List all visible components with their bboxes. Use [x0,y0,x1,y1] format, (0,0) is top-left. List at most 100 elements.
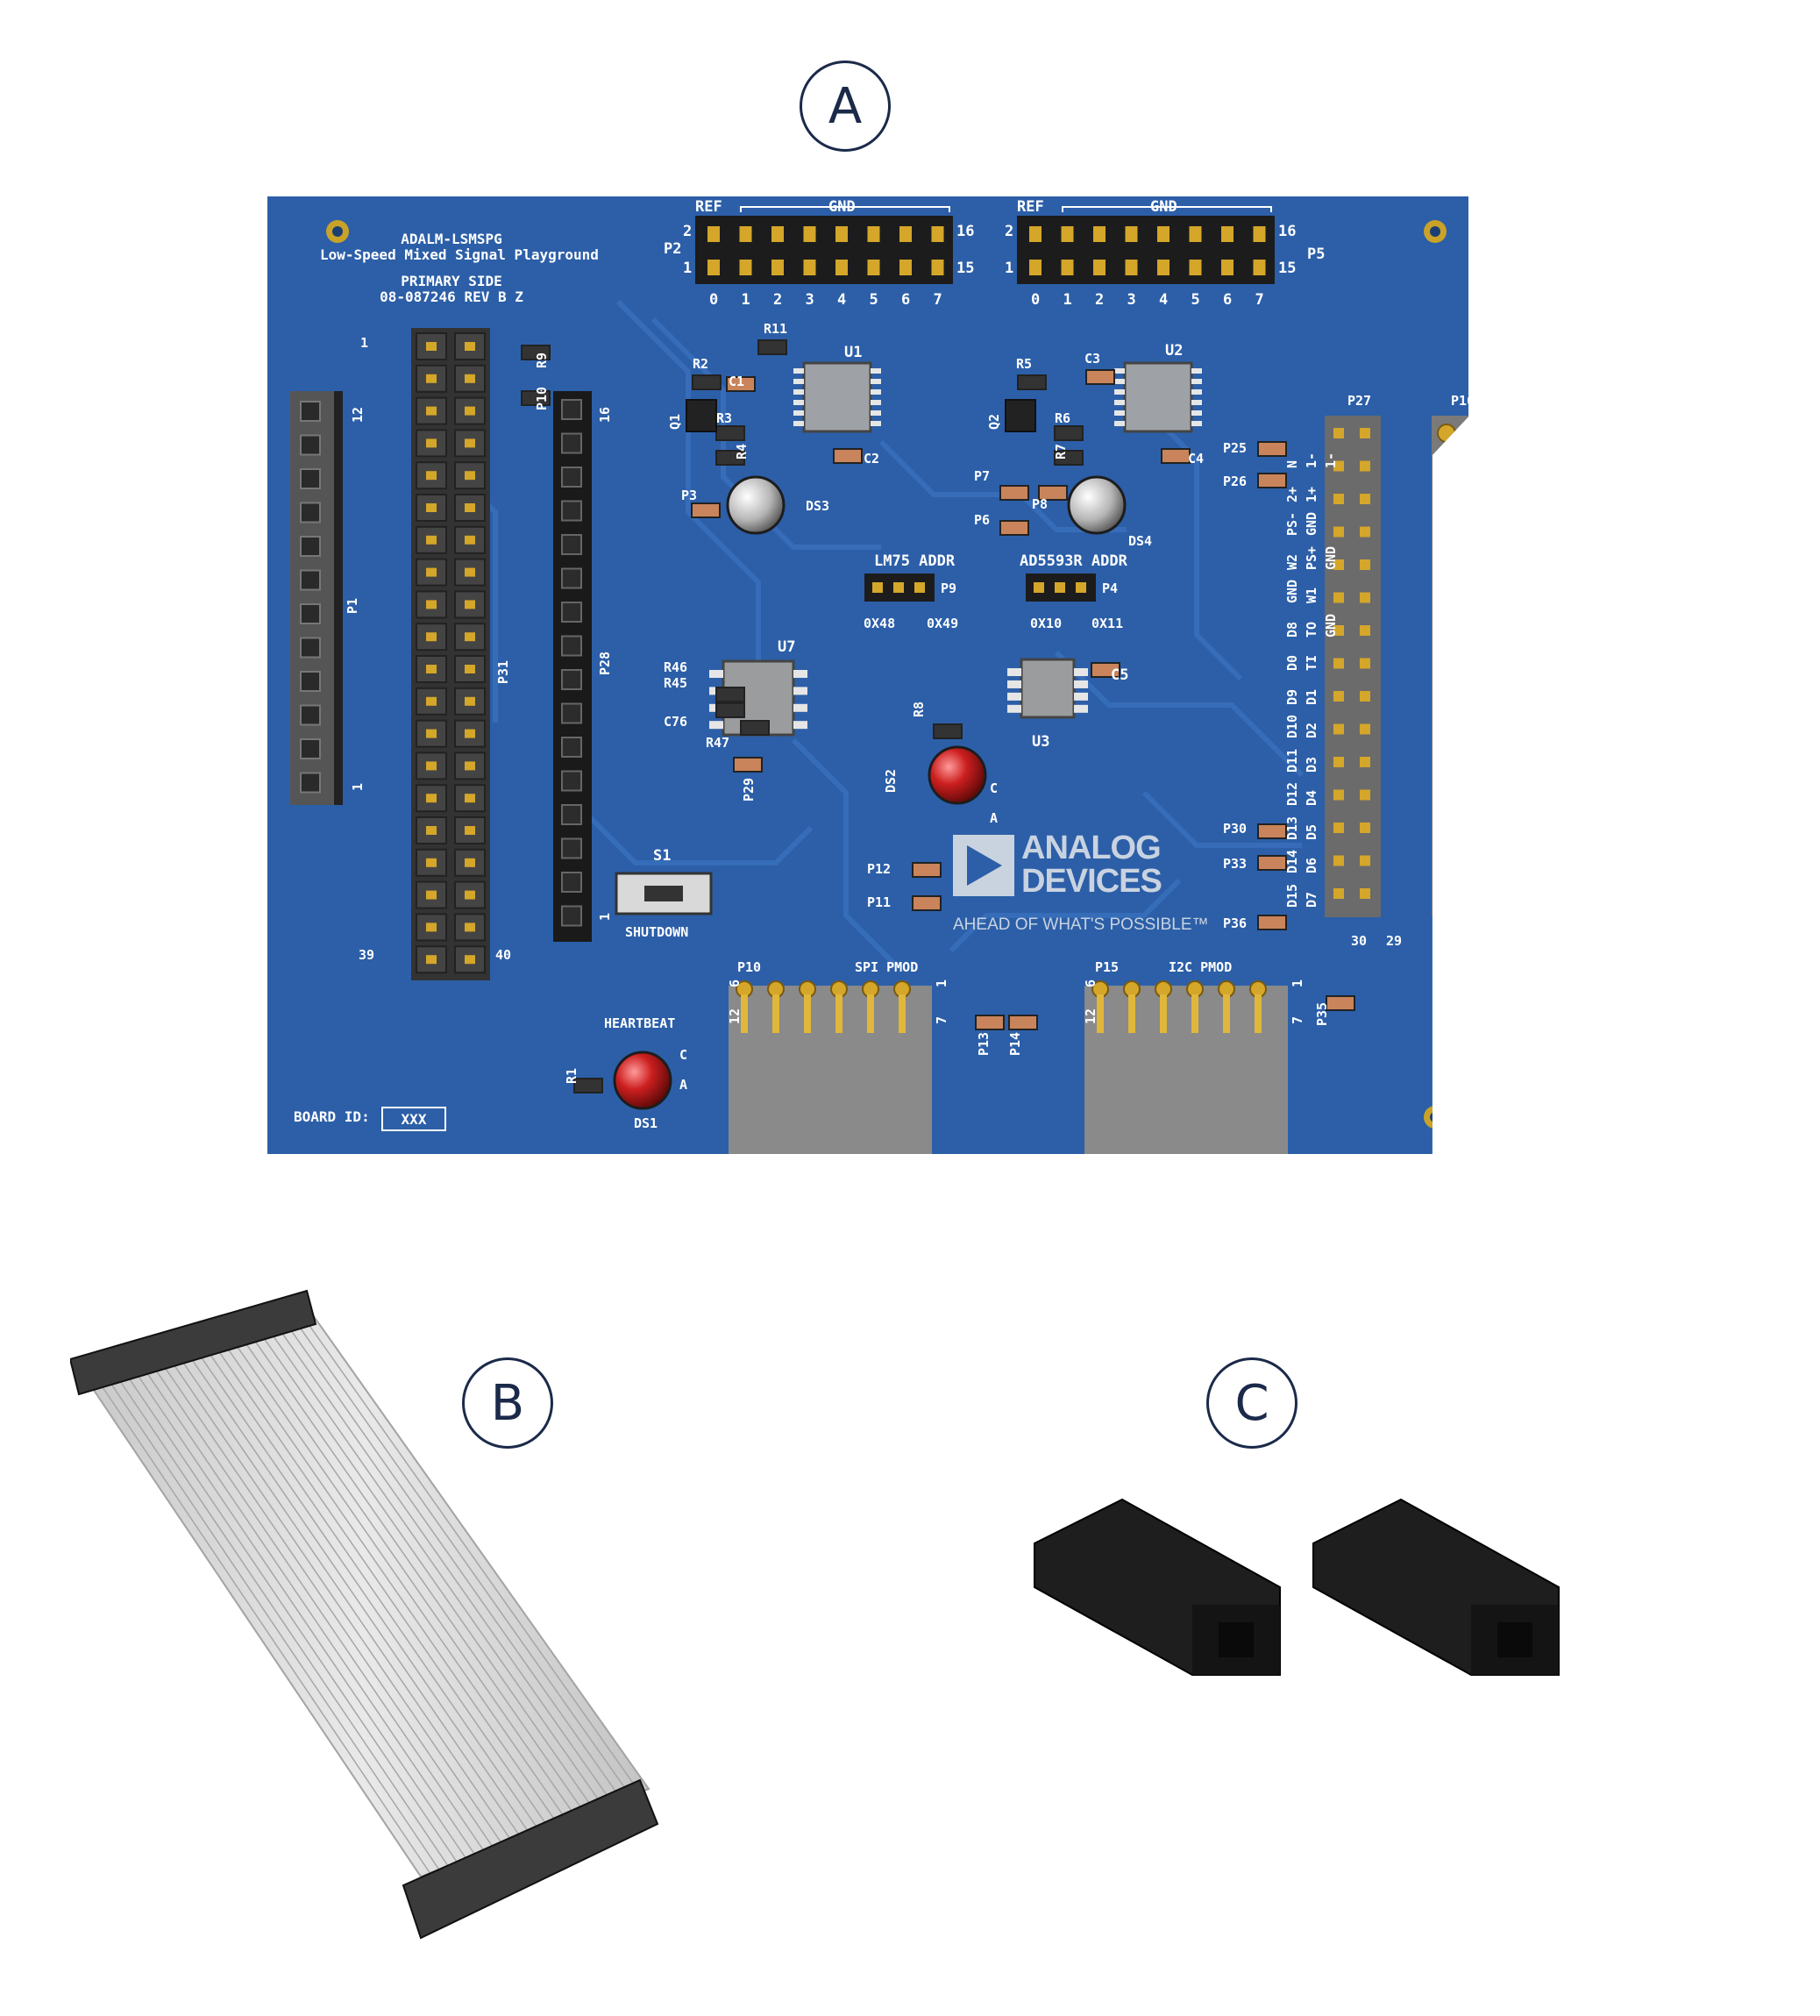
p1-pad [300,671,321,692]
gnd-label-left: GND [828,198,856,216]
label-r2: R2 [693,356,709,372]
p31-pin [465,890,475,900]
smd-part [1326,995,1355,1011]
smd-part [691,502,721,518]
label-p28-pin16: 16 [597,406,613,423]
channel-number: 3 [805,291,814,309]
channel-number: 1 [741,291,750,309]
pin-map-label: D10 [1284,714,1300,738]
chip-lead [871,400,881,405]
smd-part [740,720,770,736]
p27-pin [1333,888,1344,899]
chip-lead [1007,680,1021,688]
pin-map-label: GND [1284,579,1300,603]
p31-pin [426,600,437,609]
p31-pin [465,955,475,965]
smd-part [1054,425,1084,441]
chip-lead [1191,421,1202,426]
header-pin [1093,226,1106,242]
p31-pin [465,471,475,481]
ribbon-wire [96,1362,440,1870]
p27-pin [1333,428,1344,438]
pin-map-label: 2+ [1284,486,1300,502]
label-c-ds2: C [990,780,999,796]
ribbon-wire [78,1367,422,1877]
label-a-ds1: A [679,1077,688,1093]
p27-pin [1360,855,1370,866]
p28-pad [561,432,582,454]
label-p4: P4 [1102,581,1119,596]
p31-pin [426,923,437,932]
jumper-shunts [1034,1498,1560,1676]
header-pin [1253,226,1266,242]
p31-pin [465,535,475,545]
smd-part [715,687,745,702]
p31-pin [426,374,437,383]
smd-part [999,520,1029,536]
label-r6: R6 [1055,410,1071,426]
label-p1: P1 [345,597,360,614]
label-c2: C2 [864,451,880,467]
p1-pad [300,603,321,624]
label-pmod-i2c-12: 12 [1083,1008,1098,1024]
label-c3: C3 [1084,351,1101,367]
pin2-right: 2 [1005,223,1014,240]
smd-part [1257,823,1287,839]
label-p13: P13 [976,1031,992,1056]
p28-pad [561,567,582,589]
chip-lead [1114,400,1125,405]
jumper-1 [1034,1498,1281,1676]
header-pin [739,260,752,275]
header-pin [835,260,848,275]
ribbon-wire [132,1352,477,1856]
smd-part [726,376,756,392]
smd-part [715,702,745,718]
p31-pin [426,406,437,416]
pin1-right: 1 [1005,260,1014,277]
ref-label-left: REF [695,198,722,216]
transistor-q2 [1005,399,1036,432]
p31-pin [426,729,437,738]
pmod-pin-lead [772,994,779,1033]
pin-map-label: 1+ [1304,486,1319,502]
p31-pin-housing [454,396,486,425]
p16-pin [1437,818,1456,837]
p31-pin [426,826,437,835]
label-p35: P35 [1314,1001,1330,1026]
pin-map-label: D9 [1284,688,1300,705]
pin-map-label: GND [1304,511,1319,536]
p28-pad [561,399,582,420]
ribbon-wire [242,1323,586,1814]
p1-pad [300,536,321,557]
p31-pin [426,794,437,803]
ribbon-wire [296,1308,641,1793]
p31-pin [426,955,437,965]
p27-pin [1360,888,1370,899]
p31-pin [426,503,437,512]
pin-map-label: GND [1323,613,1339,638]
p31-pin [465,342,475,351]
label-c5: C5 [1111,666,1129,684]
ribbon-wire [124,1355,467,1860]
chip-lead [1074,692,1088,701]
callout-a: A [800,61,891,152]
smd-part [1038,485,1068,501]
channel-number: 7 [933,291,942,309]
label-0x48: 0X48 [864,616,896,631]
pin1-left: 1 [683,260,693,277]
header-pin [707,226,720,242]
label-heartbeat: HEARTBEAT [604,1015,676,1031]
p31-pin-housing [416,558,447,587]
ribbon-wire [178,1340,523,1839]
chip-lead [1114,410,1125,416]
pmod-pin-lead [1223,994,1230,1033]
p16-pin [1437,522,1456,542]
chip-lead [1074,704,1088,713]
cable-connector-top [70,1289,317,1396]
ribbon-wire [169,1343,513,1842]
ribbon-wire [233,1325,577,1818]
pin-map-label: D0 [1284,654,1300,671]
label-pmod-spi-1: 1 [934,979,949,987]
p28-pad [561,905,582,927]
pcb-artwork [290,206,1468,1154]
